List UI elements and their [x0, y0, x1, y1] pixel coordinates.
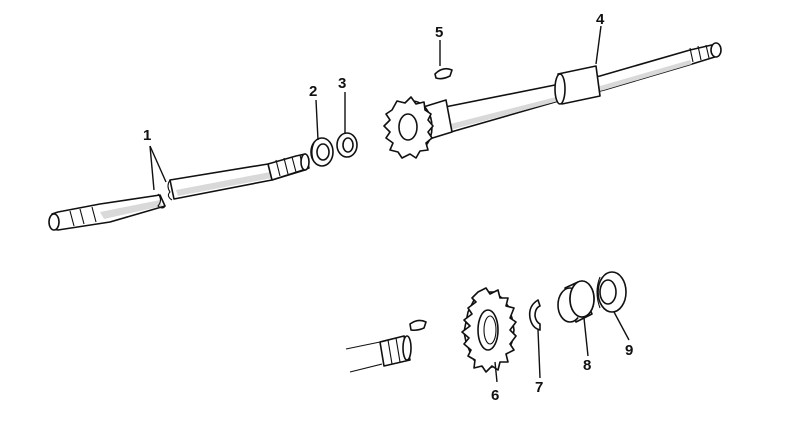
callout-6: 6 [491, 387, 499, 404]
callout-5: 5 [435, 24, 443, 41]
callout-7: 7 [535, 379, 543, 396]
seal-part-9 [596, 271, 627, 313]
leader-lines [149, 25, 630, 383]
circlip-part-7 [528, 299, 541, 331]
callout-2: 2 [309, 83, 317, 100]
washer-part-3 [336, 132, 358, 158]
gear-part-6 [461, 287, 517, 373]
callout-9: 9 [625, 342, 633, 359]
callout-4: 4 [596, 11, 605, 28]
shaft-part-1 [48, 153, 310, 231]
shaft-part-4 [383, 42, 722, 159]
callout-3: 3 [338, 75, 346, 92]
key-part-5 [434, 67, 453, 80]
shaft-detail-lower [345, 319, 427, 373]
callout-8: 8 [583, 357, 591, 374]
seal-part-2 [310, 137, 334, 167]
callout-1: 1 [143, 127, 151, 144]
bushing-part-8 [557, 280, 595, 323]
